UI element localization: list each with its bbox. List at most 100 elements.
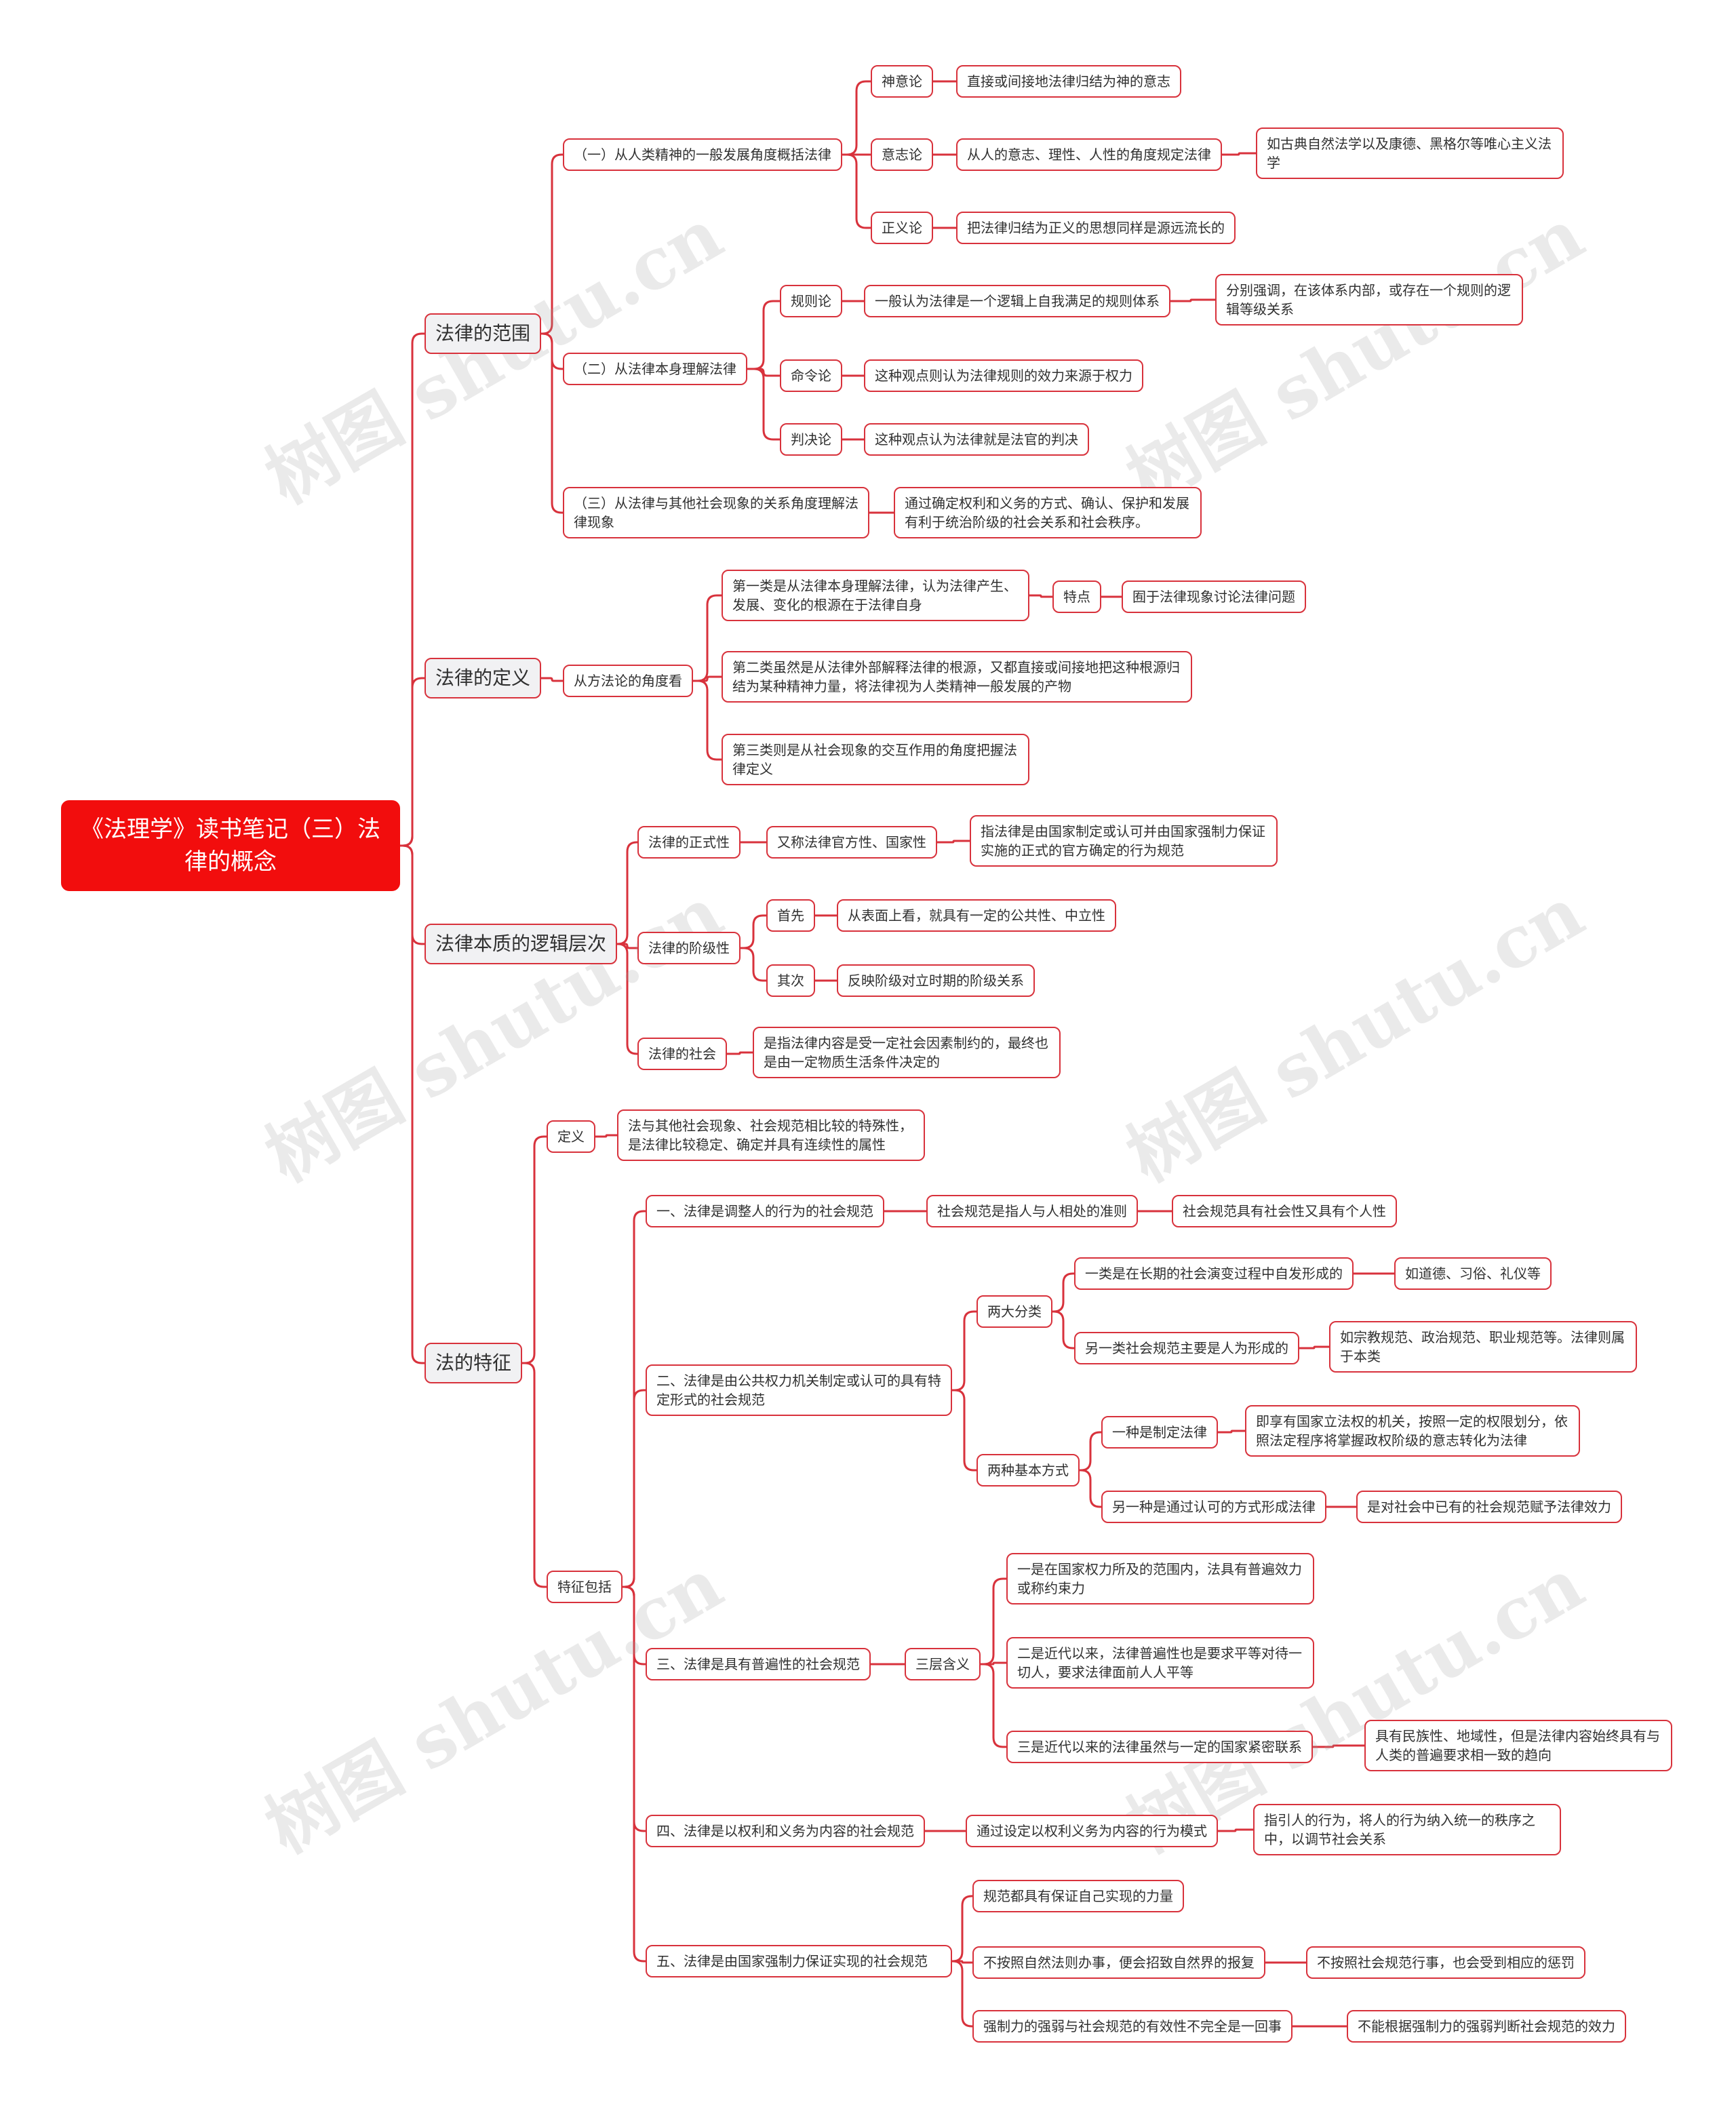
subtopic-spirit-development[interactable]: （一）从人类精神的一般发展角度概括法律	[563, 138, 842, 171]
feature-4[interactable]: 四、法律是以权利和义务为内容的社会规范	[646, 1815, 925, 1847]
connector-line	[842, 153, 871, 229]
connector-line	[952, 1960, 972, 1964]
label-feature[interactable]: 特点	[1052, 580, 1101, 613]
label-three-meanings[interactable]: 三层含义	[905, 1648, 981, 1680]
connector-line	[747, 300, 780, 370]
connector-line	[1313, 1744, 1364, 1748]
note-divine-will[interactable]: 直接或间接地法律归结为神的意志	[956, 65, 1181, 98]
connector-line	[981, 1663, 1006, 1748]
connector-line	[1218, 1430, 1245, 1434]
note-official-norms[interactable]: 指法律是由国家制定或认可并由国家强制力保证实施的正式的官方确定的行为规范	[970, 815, 1278, 867]
note-religious-political[interactable]: 如宗教规范、政治规范、职业规范等。法律则属于本类	[1329, 1321, 1637, 1373]
category-man-made[interactable]: 另一类社会规范主要是人为形成的	[1074, 1332, 1299, 1364]
theory-justice[interactable]: 正义论	[871, 212, 933, 244]
connector-line	[595, 1134, 617, 1138]
feature-5[interactable]: 五、法律是由国家强制力保证实现的社会规范	[646, 1945, 952, 1977]
connector-line	[952, 1389, 976, 1472]
theory-divine-will[interactable]: 神意论	[871, 65, 933, 98]
note-will[interactable]: 从人的意志、理性、人性的角度规定法律	[956, 138, 1222, 171]
connector-line	[747, 368, 780, 377]
theory-rule[interactable]: 规则论	[780, 285, 842, 317]
connector-line	[952, 1310, 976, 1392]
topic-legal-features[interactable]: 法的特征	[425, 1343, 523, 1383]
method-recognition[interactable]: 另一种是通过认可的方式形成法律	[1101, 1491, 1326, 1523]
connector-line	[400, 844, 425, 1364]
category-spontaneous[interactable]: 一类是在长期的社会演变过程中自发形成的	[1074, 1257, 1354, 1290]
note-cannot-judge[interactable]: 不能根据强制力的强弱判断社会规范的效力	[1347, 2010, 1626, 2043]
feature-3[interactable]: 三、法律是具有普遍性的社会规范	[646, 1648, 871, 1680]
topic-legal-definition[interactable]: 法律的定义	[425, 658, 542, 698]
label-two-methods[interactable]: 两种基本方式	[976, 1454, 1080, 1486]
essence-social[interactable]: 法律的社会	[637, 1038, 727, 1070]
connector-line	[623, 1586, 646, 1963]
note-morality-customs[interactable]: 如道德、习俗、礼仪等	[1394, 1257, 1552, 1290]
root-topic[interactable]: 《法理学》读书笔记（三）法律的概念	[61, 800, 400, 891]
note-behavior-model[interactable]: 通过设定以权利义务为内容的行为模式	[966, 1815, 1218, 1847]
connector-line	[1170, 298, 1215, 302]
meaning-universal-effect[interactable]: 一是在国家权力所及的范围内，法具有普遍效力或称约束力	[1006, 1553, 1314, 1604]
essence-class-nature[interactable]: 法律的阶级性	[637, 932, 741, 964]
note-neutrality[interactable]: 从表面上看，就具有一定的公共性、中立性	[837, 899, 1116, 932]
connector-line	[741, 914, 766, 949]
subtopic-features-include[interactable]: 特征包括	[547, 1571, 623, 1603]
subtopic-definition[interactable]: 定义	[547, 1120, 595, 1153]
connector-line	[1080, 1431, 1101, 1472]
note-judgment[interactable]: 这种观点认为法律就是法官的判决	[864, 423, 1089, 456]
note-universal-trend[interactable]: 具有民族性、地域性，但是法律内容始终具有与人类的普遍要求相一致的趋向	[1364, 1720, 1672, 1771]
note-social-punishment[interactable]: 不按照社会规范行事，也会受到相应的惩罚	[1306, 1946, 1585, 1979]
subtopic-methodology[interactable]: 从方法论的角度看	[563, 665, 693, 697]
connector-line	[1080, 1469, 1101, 1508]
connector-line	[693, 675, 722, 682]
connector-line	[693, 594, 722, 682]
connector-line	[981, 1577, 1006, 1666]
subtopic-law-itself[interactable]: （二）从法律本身理解法律	[563, 353, 747, 385]
note-justice[interactable]: 把法律归结为正义的思想同样是源远流长的	[956, 212, 1236, 244]
meaning-state-link[interactable]: 三是近代以来的法律虽然与一定的国家紧密联系	[1006, 1731, 1313, 1763]
connector-line	[617, 943, 637, 1055]
note-social-individual[interactable]: 社会规范具有社会性又具有个人性	[1172, 1195, 1397, 1227]
topic-essence-levels[interactable]: 法律本质的逻辑层次	[425, 924, 618, 964]
topic-legal-scope[interactable]: 法律的范围	[425, 313, 542, 354]
theory-command[interactable]: 命令论	[780, 359, 842, 392]
note-self-enforcing[interactable]: 规范都具有保证自己实现的力量	[972, 1880, 1184, 1912]
note-social-norms[interactable]: 社会规范是指人与人相处的准则	[926, 1195, 1138, 1227]
connector-line	[522, 1362, 547, 1588]
note-rule-system[interactable]: 一般认为法律是一个逻辑上自我满足的规则体系	[864, 285, 1170, 317]
connector-line	[1029, 594, 1052, 598]
feature-1[interactable]: 一、法律是调整人的行为的社会规范	[646, 1195, 884, 1227]
feature-2[interactable]: 二、法律是由公共权力机关制定或认可的具有特定形式的社会规范	[646, 1364, 952, 1416]
note-guide-behavior[interactable]: 指引人的行为，将人的行为纳入统一的秩序之中，以调节社会关系	[1253, 1804, 1561, 1855]
theory-judgment[interactable]: 判决论	[780, 423, 842, 456]
connector-line	[1222, 152, 1256, 156]
connector-line	[741, 947, 766, 982]
subtopic-social-relation[interactable]: （三）从法律与其他社会现象的关系角度理解法律现象	[563, 487, 869, 538]
note-legislative-process[interactable]: 即享有国家立法权的机关，按照一定的权限划分，依照法定程序将掌握政权阶级的意志转化…	[1245, 1405, 1580, 1457]
meaning-equality[interactable]: 二是近代以来，法律普遍性也是要求平等对待一切人，要求法律面前人人平等	[1006, 1637, 1314, 1689]
note-material-conditions[interactable]: 是指法律内容是受一定社会因素制约的，最终也是由一定物质生活条件决定的	[753, 1027, 1061, 1078]
essence-formality[interactable]: 法律的正式性	[637, 826, 741, 859]
note-grant-effect[interactable]: 是对社会中已有的社会规范赋予法律效力	[1356, 1491, 1622, 1523]
method-enactment[interactable]: 一种是制定法律	[1101, 1416, 1218, 1449]
note-feature[interactable]: 囿于法律现象讨论法律问题	[1122, 580, 1306, 613]
label-two-categories[interactable]: 两大分类	[976, 1295, 1052, 1328]
note-natural-law[interactable]: 如古典自然法学以及康德、黑格尔等唯心主义法学	[1256, 127, 1564, 179]
label-first[interactable]: 首先	[766, 899, 815, 932]
connector-line	[541, 153, 563, 335]
label-second[interactable]: 其次	[766, 964, 815, 997]
category-third[interactable]: 第三类则是从社会现象的交互作用的角度把握法律定义	[722, 734, 1029, 785]
theory-will[interactable]: 意志论	[871, 138, 933, 171]
connector-line	[981, 1661, 1006, 1666]
note-rights-duties-order[interactable]: 通过确定权利和义务的方式、确认、保护和发展有利于统治阶级的社会关系和社会秩序。	[894, 487, 1202, 538]
connector-line	[400, 677, 425, 847]
connector-line	[541, 677, 563, 682]
note-stability[interactable]: 法与其他社会现象、社会规范相比较的特殊性，是法律比较稳定、确定并具有连续性的属性	[617, 1109, 925, 1161]
note-strength-vs-validity[interactable]: 强制力的强弱与社会规范的有效性不完全是一回事	[972, 2010, 1293, 2043]
note-command[interactable]: 这种观点则认为法律规则的效力来源于权力	[864, 359, 1143, 392]
note-official-nature[interactable]: 又称法律官方性、国家性	[766, 826, 937, 859]
note-rule-hierarchy[interactable]: 分别强调，在该体系内部，或存在一个规则的逻辑等级关系	[1215, 274, 1523, 326]
category-second[interactable]: 第二类虽然是从法律外部解释法律的根源，又都直接或间接地把这种根源归结为某种精神力…	[722, 651, 1192, 703]
category-first[interactable]: 第一类是从法律本身理解法律，认为法律产生、发展、变化的根源在于法律自身	[722, 570, 1029, 621]
note-class-relations[interactable]: 反映阶级对立时期的阶级关系	[837, 964, 1035, 997]
note-nature-retaliation[interactable]: 不按照自然法则办事，便会招致自然界的报复	[972, 1946, 1265, 1979]
